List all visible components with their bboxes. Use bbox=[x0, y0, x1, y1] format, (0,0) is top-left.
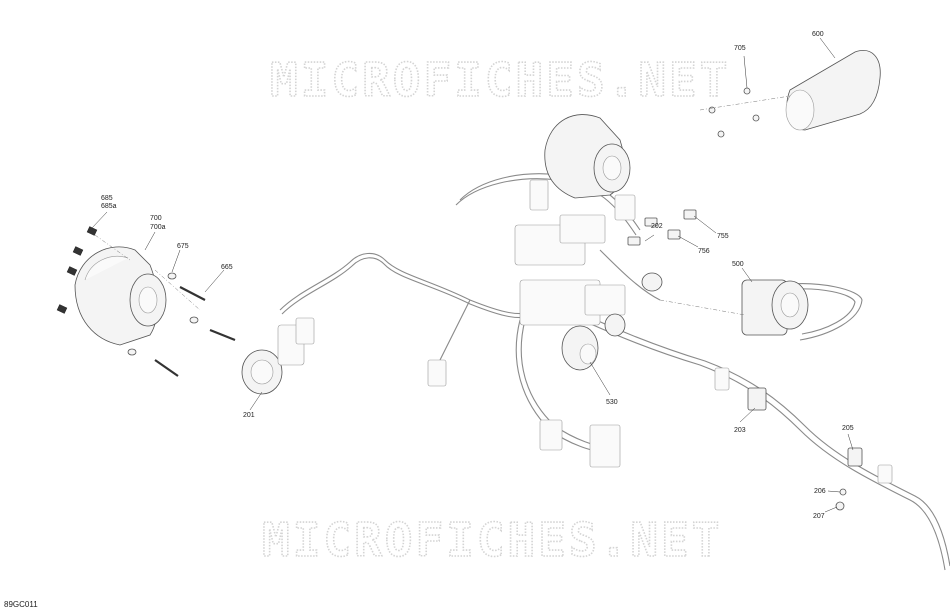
connector-755 bbox=[683, 209, 697, 220]
screw-206 bbox=[839, 488, 847, 496]
left-headlight-assembly bbox=[74, 246, 167, 346]
callout-530: 530 bbox=[606, 399, 618, 406]
callout-665: 665 bbox=[221, 264, 233, 271]
diagram-code: 89GC011 bbox=[4, 600, 38, 609]
callout-206: 206 bbox=[814, 488, 826, 495]
callout-700: 700 bbox=[150, 215, 162, 222]
callout-685: 685 bbox=[101, 195, 113, 202]
connector-756 bbox=[667, 229, 681, 240]
callout-700a: 700a bbox=[150, 224, 166, 231]
left-bulb-201 bbox=[241, 317, 315, 395]
callout-755: 755 bbox=[717, 233, 729, 240]
callout-756: 756 bbox=[698, 248, 710, 255]
clip-205 bbox=[847, 447, 863, 467]
callouts: 685 685a 700 700a 675 665 201 705 600 75… bbox=[101, 31, 854, 520]
screws-705 bbox=[708, 87, 760, 138]
watermark-top: MICROFICHES.NET bbox=[270, 53, 730, 107]
callout-205: 205 bbox=[842, 425, 854, 432]
callout-207: 207 bbox=[813, 513, 825, 520]
callout-705: 705 bbox=[734, 45, 746, 52]
watermark-bottom: MICROFICHES.NET bbox=[262, 513, 722, 567]
screws-685 bbox=[56, 226, 98, 314]
callout-600: 600 bbox=[812, 31, 824, 38]
callout-685a: 685a bbox=[101, 203, 117, 210]
connectors-202 bbox=[627, 217, 658, 246]
wiring-harness bbox=[279, 173, 950, 571]
side-lamp-assembly-500 bbox=[741, 279, 809, 336]
callout-500: 500 bbox=[732, 261, 744, 268]
connector-203 bbox=[747, 387, 767, 411]
central-connector-block bbox=[427, 179, 893, 484]
callout-675: 675 bbox=[177, 243, 189, 250]
grommet bbox=[641, 272, 663, 292]
callout-201: 201 bbox=[243, 412, 255, 419]
washer-207 bbox=[835, 501, 845, 511]
lamp-530 bbox=[561, 313, 626, 371]
bolts-665 bbox=[154, 286, 236, 377]
leader-lines bbox=[91, 37, 854, 513]
callout-203: 203 bbox=[734, 427, 746, 434]
housing-cover-600 bbox=[785, 50, 881, 131]
washers-675 bbox=[127, 272, 199, 356]
callout-202: 202 bbox=[651, 223, 663, 230]
top-headlight-assembly bbox=[544, 114, 631, 199]
alignment-lines bbox=[94, 95, 791, 316]
